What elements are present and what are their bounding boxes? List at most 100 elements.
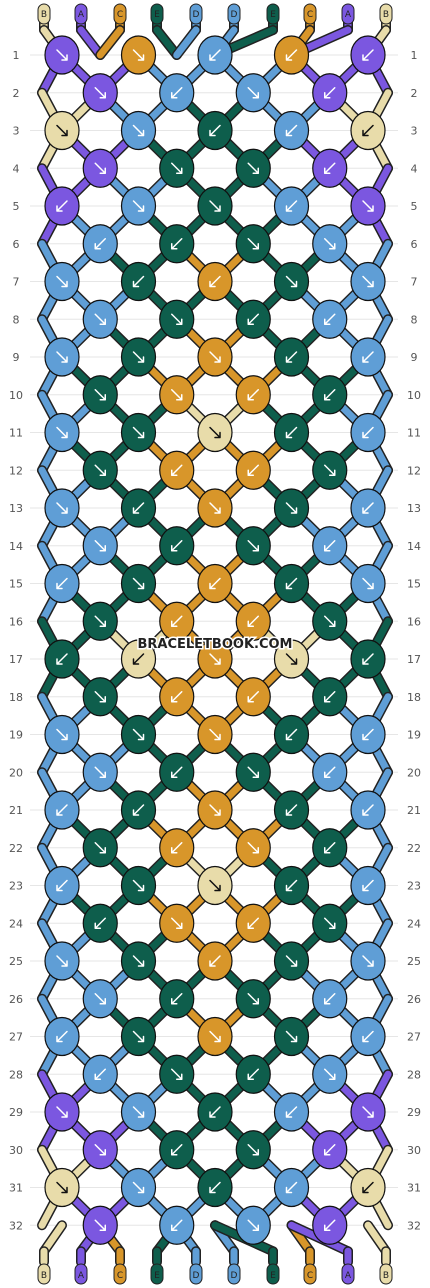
arrow-down-right-icon bbox=[94, 993, 106, 1005]
arrow-down-right-icon bbox=[209, 502, 221, 514]
string-end-top bbox=[227, 3, 241, 25]
arrow-down-left-icon bbox=[247, 615, 259, 627]
row-label-left: 11 bbox=[9, 427, 23, 440]
row-label-right: 18 bbox=[407, 691, 421, 704]
arrow-down-left-icon bbox=[209, 124, 221, 137]
string-label-top: A bbox=[78, 10, 85, 20]
row-label-right: 2 bbox=[411, 87, 418, 100]
row-label-left: 13 bbox=[9, 502, 23, 515]
arrow-down-right-icon bbox=[285, 502, 298, 514]
arrow-down-left-icon bbox=[171, 691, 183, 703]
string-label-top: E bbox=[154, 10, 160, 20]
arrow-down-left-icon bbox=[362, 426, 374, 439]
row-label-right: 22 bbox=[407, 842, 421, 855]
row-label-left: 32 bbox=[9, 1219, 23, 1232]
arrow-down-left-icon bbox=[324, 162, 336, 174]
string-label-top: C bbox=[307, 10, 313, 20]
arrow-down-left-icon bbox=[56, 1030, 68, 1043]
row-label-left: 21 bbox=[9, 804, 23, 817]
arrow-down-left-icon bbox=[285, 200, 298, 212]
arrow-down-right-icon bbox=[56, 351, 68, 363]
string-stub-top bbox=[153, 26, 181, 59]
watermark-text: BRACELETBOOK.COM bbox=[138, 637, 293, 652]
arrow-down-left-icon bbox=[56, 577, 68, 590]
arrow-down-left-icon bbox=[247, 691, 259, 703]
row-label-right: 13 bbox=[407, 502, 421, 515]
arrow-down-right-icon bbox=[324, 615, 336, 627]
row-label-right: 4 bbox=[411, 162, 418, 175]
string-label-bottom: C bbox=[117, 1271, 123, 1281]
arrow-down-left-icon bbox=[209, 275, 221, 288]
arrow-down-left-icon bbox=[324, 766, 336, 778]
arrow-down-right-icon bbox=[132, 955, 145, 967]
arrow-down-left-icon bbox=[285, 1181, 298, 1194]
string-end-bottom bbox=[227, 1263, 241, 1285]
row-label-left: 1 bbox=[13, 49, 20, 62]
row-label-right: 31 bbox=[407, 1182, 421, 1195]
string-label-bottom: D bbox=[193, 1271, 200, 1281]
arrow-down-right-icon bbox=[94, 87, 106, 99]
arrow-down-right-icon bbox=[94, 162, 106, 174]
arrow-down-left-icon bbox=[285, 728, 298, 741]
string-label-top: C bbox=[117, 10, 123, 20]
arrow-down-right-icon bbox=[247, 1144, 259, 1156]
arrow-down-left-icon bbox=[362, 653, 374, 665]
string-label-bottom: C bbox=[307, 1271, 313, 1281]
arrow-down-left-icon bbox=[324, 87, 336, 99]
arrow-down-left-icon bbox=[132, 804, 145, 816]
row-label-right: 1 bbox=[411, 49, 418, 62]
arrow-down-left-icon bbox=[171, 238, 183, 250]
string-label-bottom: A bbox=[78, 1271, 85, 1281]
arrow-down-right-icon bbox=[132, 728, 145, 741]
arrow-down-right-icon bbox=[171, 313, 183, 325]
arrow-down-right-icon bbox=[56, 426, 68, 439]
row-label-right: 5 bbox=[411, 200, 418, 213]
row-label-right: 16 bbox=[407, 615, 421, 628]
row-label-left: 20 bbox=[9, 766, 23, 779]
arrow-down-left-icon bbox=[94, 1068, 106, 1080]
row-label-left: 16 bbox=[9, 615, 23, 628]
arrow-down-right-icon bbox=[56, 275, 68, 288]
row-label-right: 25 bbox=[407, 955, 421, 968]
arrow-down-left-icon bbox=[324, 1219, 336, 1231]
row-label-right: 27 bbox=[407, 1031, 421, 1044]
arrow-down-left-icon bbox=[285, 1106, 298, 1118]
arrow-down-right-icon bbox=[209, 879, 221, 892]
arrow-down-right-icon bbox=[247, 766, 259, 778]
arrow-down-left-icon bbox=[171, 842, 183, 854]
arrow-down-left-icon bbox=[324, 389, 336, 401]
arrow-down-left-icon bbox=[362, 728, 374, 741]
arrow-down-left-icon bbox=[285, 124, 298, 137]
arrow-down-right-icon bbox=[285, 1030, 298, 1043]
arrow-down-right-icon bbox=[56, 49, 68, 61]
string-end-bottom bbox=[266, 1263, 280, 1285]
arrow-down-right-icon bbox=[94, 464, 106, 476]
arrow-down-left-icon bbox=[132, 502, 145, 514]
row-label-left: 10 bbox=[9, 389, 23, 402]
string-end-bottom bbox=[303, 1263, 317, 1285]
arrow-down-left-icon bbox=[209, 1181, 221, 1194]
arrow-down-left-icon bbox=[171, 464, 183, 476]
row-label-left: 23 bbox=[9, 880, 23, 893]
arrow-down-right-icon bbox=[324, 238, 336, 250]
arrow-down-left-icon bbox=[209, 577, 221, 590]
arrow-down-right-icon bbox=[94, 842, 106, 854]
arrow-down-right-icon bbox=[362, 1106, 374, 1118]
arrow-down-left-icon bbox=[56, 804, 68, 816]
row-label-left: 25 bbox=[9, 955, 23, 968]
row-label-left: 3 bbox=[13, 125, 20, 138]
arrow-down-right-icon bbox=[132, 351, 145, 363]
arrow-down-right-icon bbox=[132, 879, 145, 892]
row-label-right: 17 bbox=[407, 653, 421, 666]
string-end-top bbox=[37, 3, 51, 25]
row-label-left: 12 bbox=[9, 464, 23, 477]
arrow-down-right-icon bbox=[94, 615, 106, 627]
arrow-down-right-icon bbox=[362, 200, 374, 212]
arrow-down-right-icon bbox=[247, 238, 259, 250]
arrow-down-left-icon bbox=[324, 540, 336, 552]
arrow-down-right-icon bbox=[171, 389, 183, 401]
arrow-down-right-icon bbox=[247, 993, 259, 1005]
arrow-down-right-icon bbox=[132, 1106, 145, 1118]
